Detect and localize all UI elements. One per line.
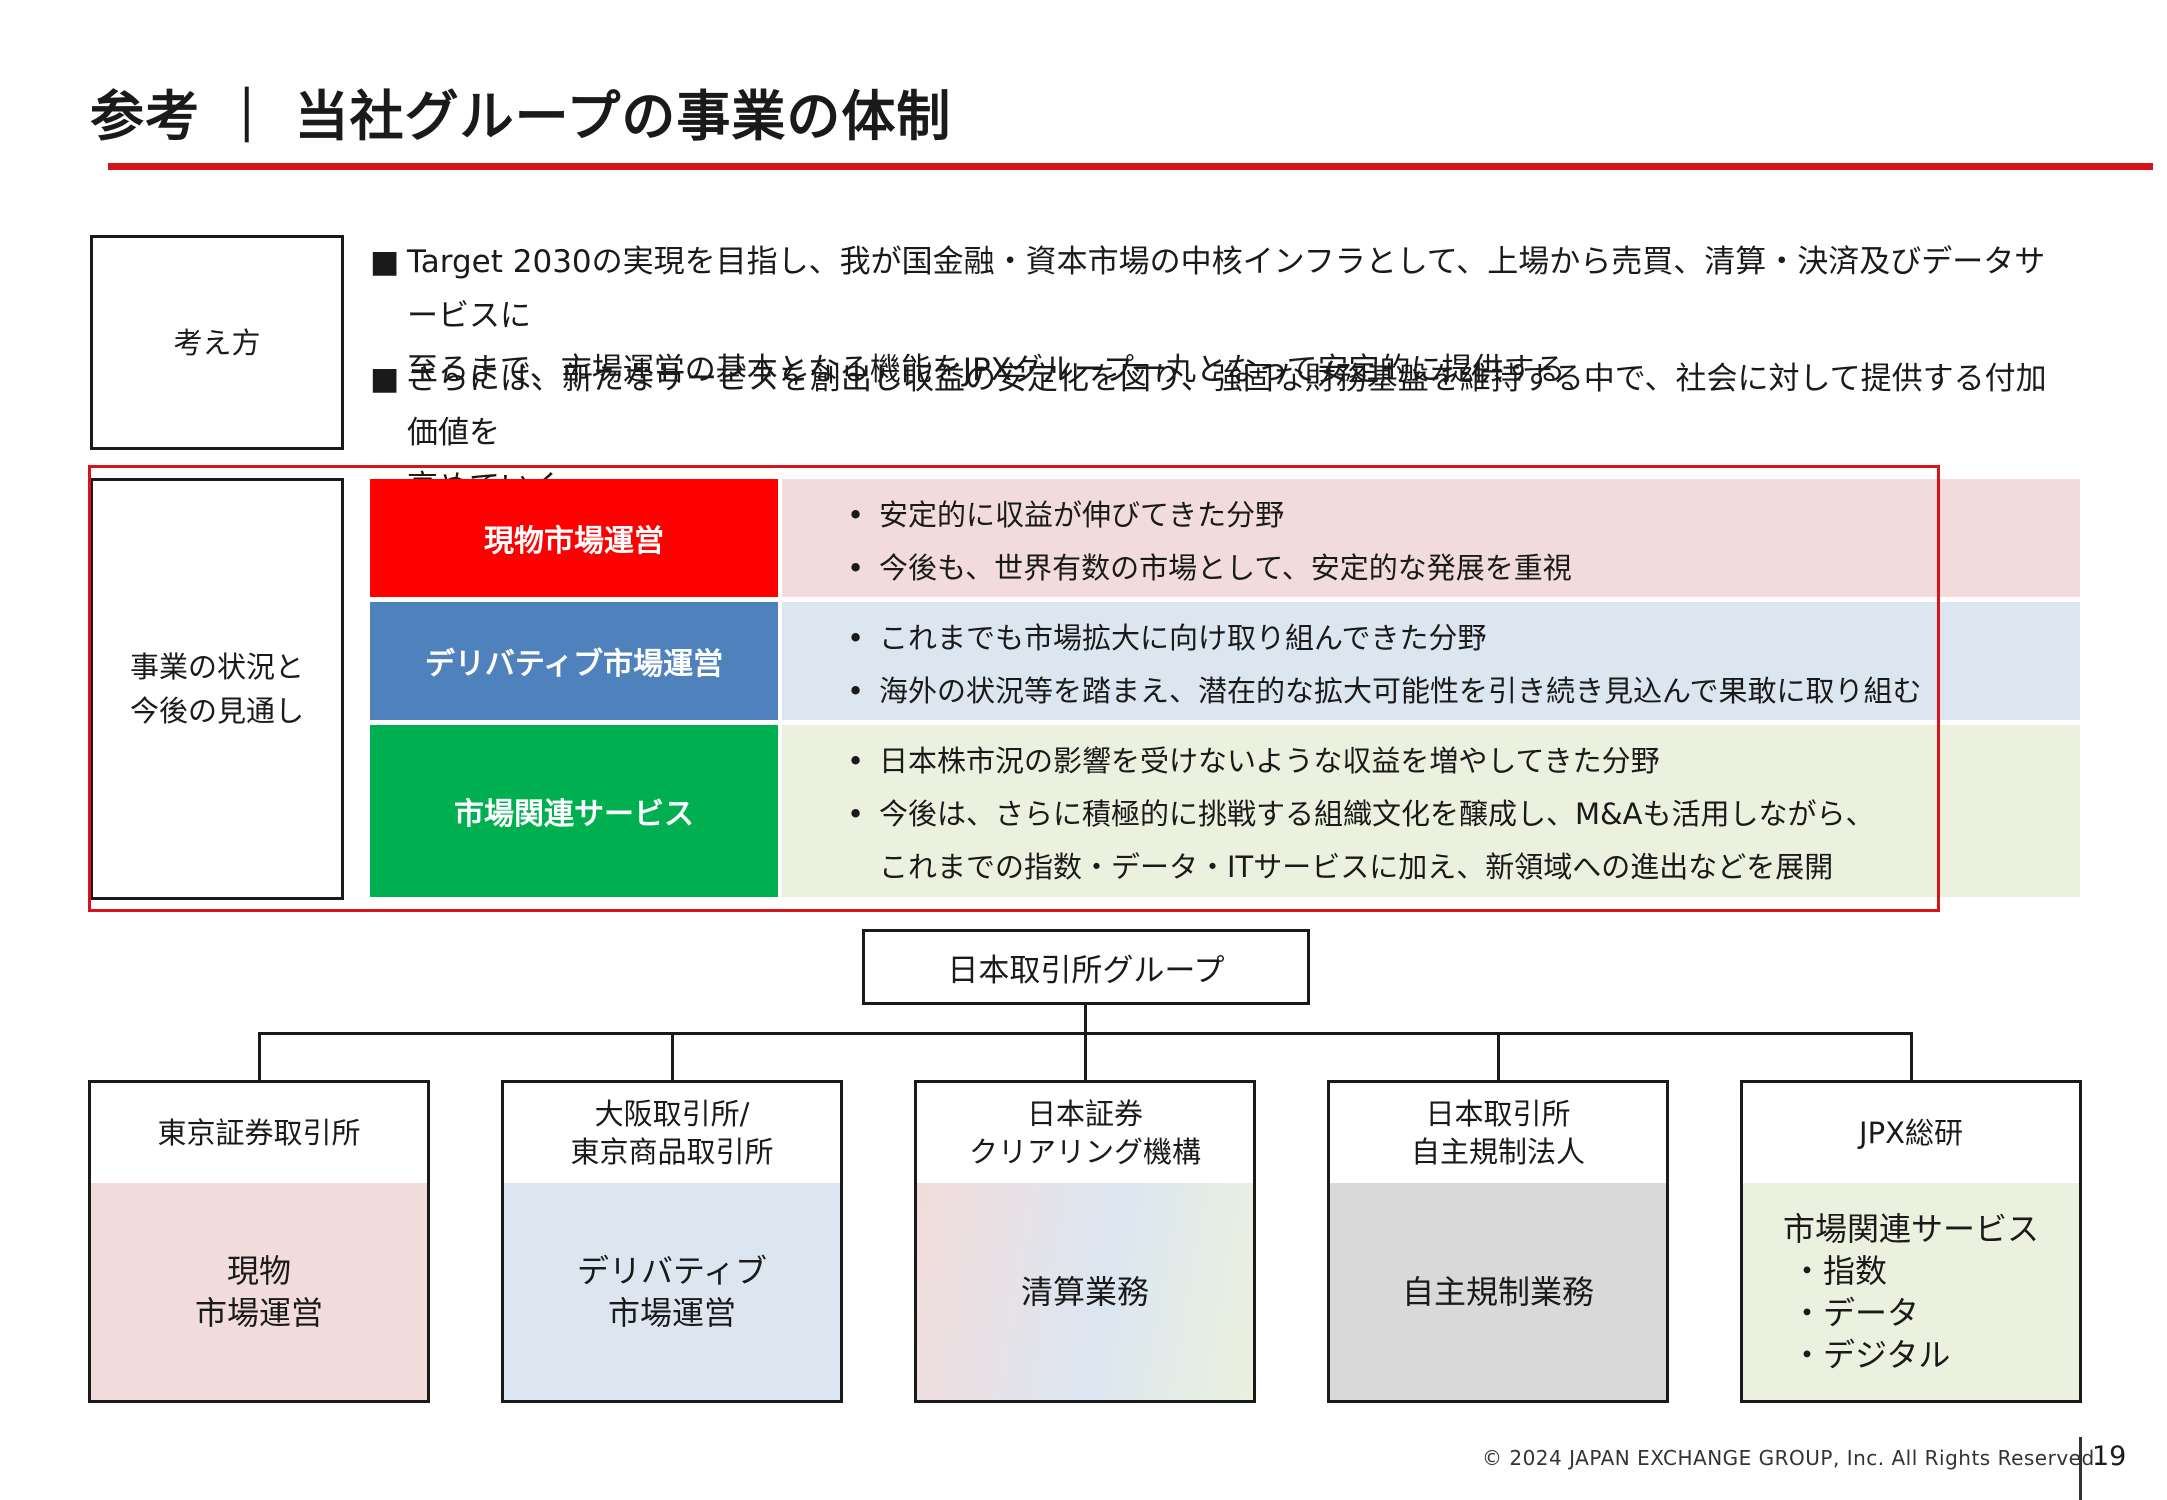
approach-bullet-1: ■ Target 2030の実現を目指し、我が国金融・資本市場の中核インフラとし… bbox=[370, 235, 2070, 397]
org-unit-name: JPX総研 bbox=[1743, 1083, 2079, 1183]
org-unit-name-line: 東京商品取引所 bbox=[570, 1135, 774, 1169]
org-unit-function-line: 市場運営 bbox=[194, 1293, 323, 1332]
business-label-line: 今後の見通し bbox=[129, 694, 304, 728]
org-unit-function: 市場関連サービス ・指数 ・データ ・デジタル bbox=[1743, 1183, 2079, 1400]
connector-line bbox=[258, 1032, 261, 1082]
org-unit-function: 自主規制業務 bbox=[1330, 1183, 1666, 1400]
segment-point-continuation: これまでの指数・データ・ITサービスに加え、新領域への進出などを展開 bbox=[879, 850, 1834, 884]
org-unit-name-line: 自主規制法人 bbox=[1410, 1135, 1585, 1169]
org-unit-name-line: JPX総研 bbox=[1859, 1116, 1963, 1150]
connector-line bbox=[671, 1032, 674, 1082]
square-bullet-icon: ■ bbox=[370, 244, 400, 280]
business-label-box: 事業の状況と 今後の見通し bbox=[90, 478, 344, 900]
segment-point-text: 今後は、さらに積極的に挑戦する組織文化を醸成し、M&Aも活用しながら、 bbox=[879, 797, 1875, 831]
highlight-frame bbox=[88, 465, 1940, 912]
segment-body-derivatives: これまでも市場拡大に向け取り組んできた分野 海外の状況等を踏まえ、潜在的な拡大可… bbox=[782, 602, 2080, 720]
org-unit-function-item: ・指数 bbox=[1790, 1251, 1887, 1290]
page-title: 参考 ｜ 当社グループの事業の体制 bbox=[90, 85, 952, 148]
org-unit-name: 日本取引所 自主規制法人 bbox=[1330, 1083, 1666, 1183]
org-unit-ose-tocom: 大阪取引所/ 東京商品取引所 デリバティブ 市場運営 bbox=[501, 1080, 843, 1403]
org-unit-function: 清算業務 bbox=[917, 1183, 1253, 1400]
org-unit-function-line: デリバティブ bbox=[576, 1251, 768, 1290]
copyright-notice: © 2024 JAPAN EXCHANGE GROUP, Inc. All Ri… bbox=[1482, 1446, 2102, 1470]
segment-body-cash-market: 安定的に収益が伸びてきた分野 今後も、世界有数の市場として、安定的な発展を重視 bbox=[782, 479, 2080, 597]
segment-point: 安定的に収益が伸びてきた分野 bbox=[847, 489, 2080, 542]
bullet-text-line: さらには、新たなサービスを創出し収益の安定化を図り、強固な財務基盤を維持する中で… bbox=[407, 361, 2047, 451]
segment-point: 日本株市況の影響を受けないような収益を増やしてきた分野 bbox=[847, 735, 2080, 788]
square-bullet-icon: ■ bbox=[370, 361, 400, 397]
org-unit-function-title: 市場関連サービス bbox=[1782, 1209, 2039, 1248]
org-unit-function: デリバティブ 市場運営 bbox=[504, 1183, 840, 1400]
segment-label-cash-market: 現物市場運営 bbox=[370, 479, 778, 597]
footer-divider bbox=[2079, 1437, 2082, 1500]
approach-label: 考え方 bbox=[173, 325, 261, 360]
org-root-label: 日本取引所グループ bbox=[947, 952, 1225, 989]
connector-line bbox=[1084, 1032, 1087, 1082]
org-unit-function-item: ・デジタル bbox=[1790, 1335, 1951, 1374]
business-label-line: 事業の状況と bbox=[129, 650, 304, 684]
org-unit-function-line: 自主規制業務 bbox=[1401, 1272, 1594, 1311]
title-underline bbox=[108, 163, 2153, 170]
org-unit-tse: 東京証券取引所 現物 市場運営 bbox=[88, 1080, 430, 1403]
connector-line bbox=[1497, 1032, 1500, 1082]
org-unit-jscc: 日本証券 クリアリング機構 清算業務 bbox=[914, 1080, 1256, 1403]
org-unit-name-line: クリアリング機構 bbox=[968, 1135, 1201, 1169]
segment-body-market-services: 日本株市況の影響を受けないような収益を増やしてきた分野 今後は、さらに積極的に挑… bbox=[782, 725, 2080, 897]
org-unit-function-line: 現物 bbox=[226, 1251, 291, 1290]
segment-point: 今後は、さらに積極的に挑戦する組織文化を醸成し、M&Aも活用しながら、 これまで… bbox=[847, 788, 2080, 894]
connector-line bbox=[1910, 1032, 1913, 1082]
connector-line bbox=[1084, 1005, 1087, 1035]
segment-point: これまでも市場拡大に向け取り組んできた分野 bbox=[847, 612, 2080, 665]
org-unit-name: 日本証券 クリアリング機構 bbox=[917, 1083, 1253, 1183]
bullet-text-line: 至るまで、市場運営の基本となる機能をJPXグループ一丸となって安定的に提供する bbox=[407, 352, 1566, 388]
org-unit-name: 大阪取引所/ 東京商品取引所 bbox=[504, 1083, 840, 1183]
approach-label-box: 考え方 bbox=[90, 235, 344, 450]
org-unit-function: 現物 市場運営 bbox=[91, 1183, 427, 1400]
org-unit-function-line: 清算業務 bbox=[1020, 1272, 1149, 1311]
org-unit-name-line: 東京証券取引所 bbox=[157, 1116, 361, 1150]
segment-label-derivatives: デリバティブ市場運営 bbox=[370, 602, 778, 720]
org-unit-name-line: 大阪取引所/ bbox=[594, 1097, 750, 1131]
org-unit-jpx-market-innovation: JPX総研 市場関連サービス ・指数 ・データ ・デジタル bbox=[1740, 1080, 2082, 1403]
segment-label-market-services: 市場関連サービス bbox=[370, 725, 778, 897]
segment-point: 今後も、世界有数の市場として、安定的な発展を重視 bbox=[847, 542, 2080, 595]
segment-point: 海外の状況等を踏まえ、潜在的な拡大可能性を引き続き見込んで果敢に取り組む bbox=[847, 665, 2080, 718]
org-root-box: 日本取引所グループ bbox=[862, 929, 1310, 1005]
org-unit-name: 東京証券取引所 bbox=[91, 1083, 427, 1183]
org-unit-name-line: 日本取引所 bbox=[1425, 1097, 1571, 1131]
org-unit-name-line: 日本証券 bbox=[1026, 1097, 1143, 1131]
org-unit-jpxr: 日本取引所 自主規制法人 自主規制業務 bbox=[1327, 1080, 1669, 1403]
bullet-text-line: Target 2030の実現を目指し、我が国金融・資本市場の中核インフラとして、… bbox=[407, 244, 2046, 334]
org-unit-function-item: ・データ bbox=[1790, 1293, 1919, 1332]
page-number: 19 bbox=[2092, 1441, 2127, 1472]
org-unit-function-line: 市場運営 bbox=[607, 1293, 736, 1332]
